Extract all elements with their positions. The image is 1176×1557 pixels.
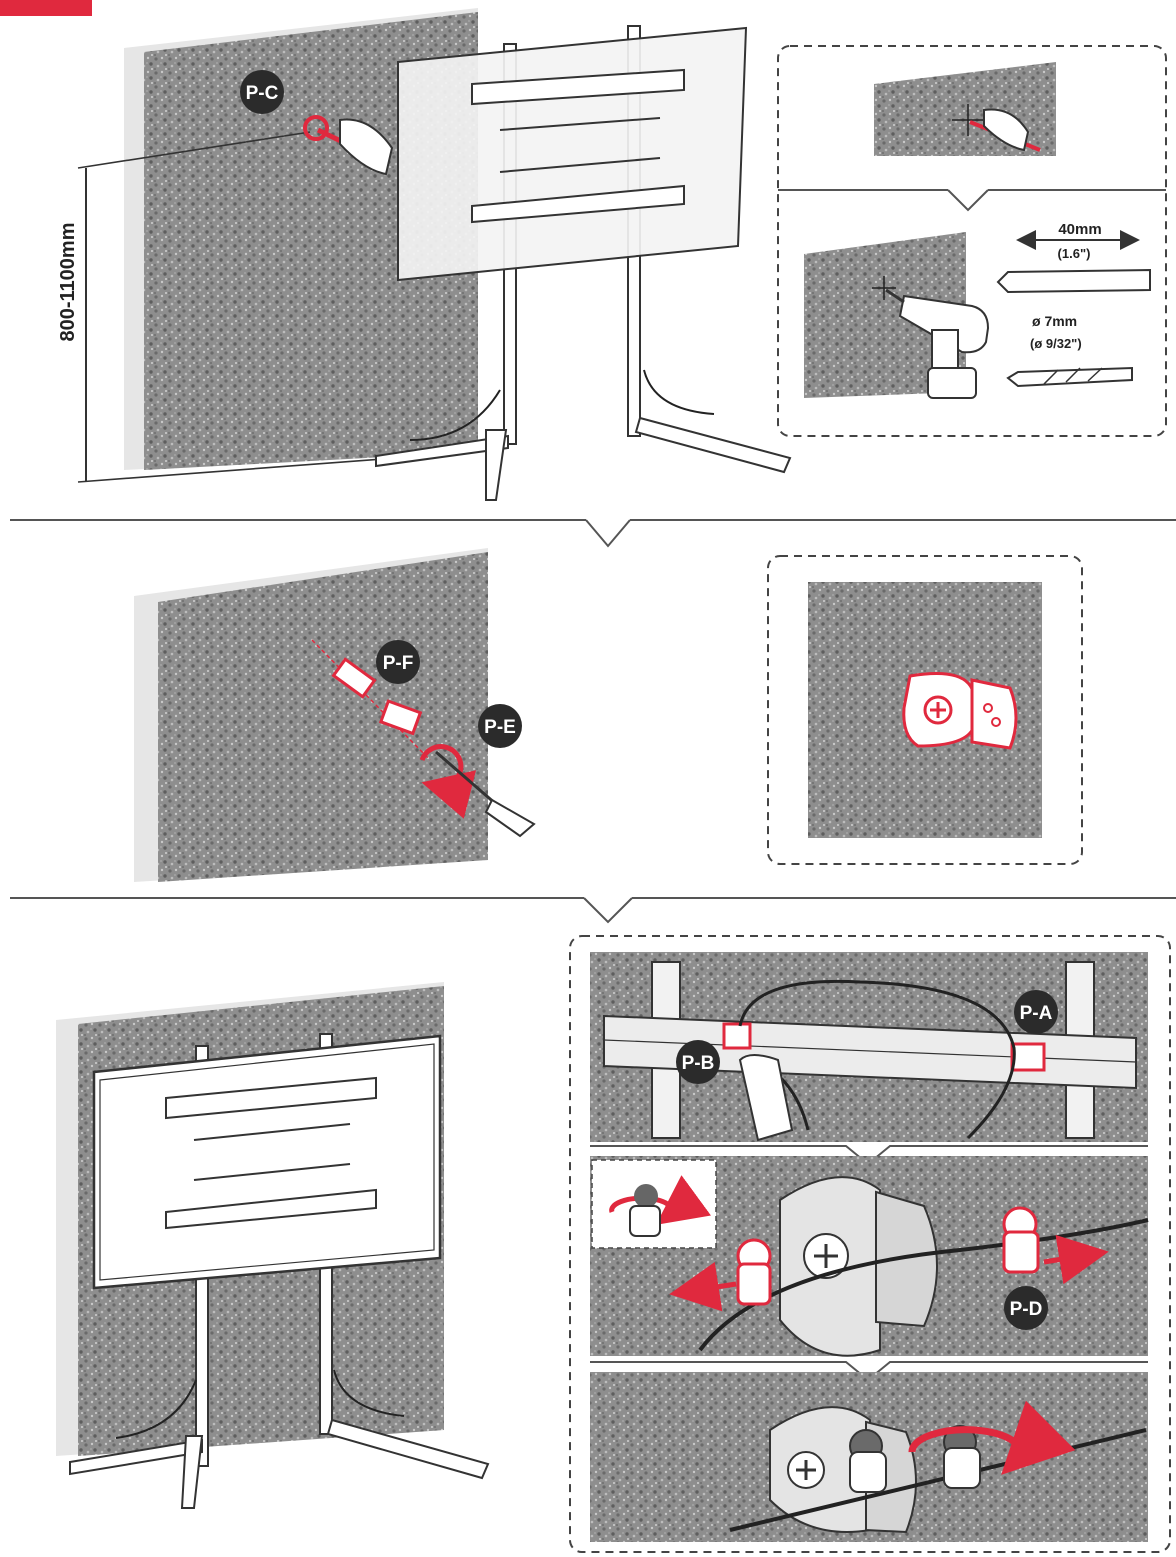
badge-p-d-label: P-D xyxy=(1010,1299,1043,1320)
step-3-final-assembly: P-A P-B P-D xyxy=(56,936,1170,1552)
section-divider-1 xyxy=(10,520,1176,546)
depth-mm-label: 40mm xyxy=(1058,221,1101,238)
stand-leg-front xyxy=(486,430,506,500)
wall-bracket-icon xyxy=(904,674,1016,749)
stand-foot-right xyxy=(636,418,790,472)
cable-clip-icon xyxy=(724,1024,750,1048)
diameter-mm-label: ø 7mm xyxy=(1032,313,1077,329)
wall-panel xyxy=(158,552,488,882)
screwdriver-icon xyxy=(486,800,534,836)
height-range-label: 800-1100mm xyxy=(57,223,79,342)
badge-p-e-label: P-E xyxy=(484,717,516,738)
badge-p-b-label: P-B xyxy=(682,1053,715,1074)
cable-clip-icon xyxy=(944,1426,980,1488)
step-2-fix-bracket: P-F P-E xyxy=(134,548,1082,882)
section-divider-2 xyxy=(10,898,1176,922)
cable-clip-icon xyxy=(850,1430,886,1492)
cable-clip-icon xyxy=(1012,1044,1044,1070)
depth-in-label: (1.6") xyxy=(1058,246,1091,261)
stand-leg-front xyxy=(182,1436,202,1508)
cable-clip-icon xyxy=(738,1240,770,1304)
badge-p-a-label: P-A xyxy=(1020,1003,1053,1024)
tv-panel xyxy=(398,28,746,280)
depth-gauge xyxy=(998,270,1150,292)
red-corner-tab xyxy=(0,0,92,16)
diameter-in-label: (ø 9/32") xyxy=(1030,336,1082,351)
tv-panel xyxy=(94,1036,440,1288)
badge-p-f-label: P-F xyxy=(383,653,414,674)
badge-p-c-label: P-C xyxy=(246,83,279,104)
cable-right xyxy=(644,370,714,414)
cable-clip-icon xyxy=(1004,1208,1038,1272)
step-1-mark-wall: 800-1100mm P-C xyxy=(57,8,1166,500)
